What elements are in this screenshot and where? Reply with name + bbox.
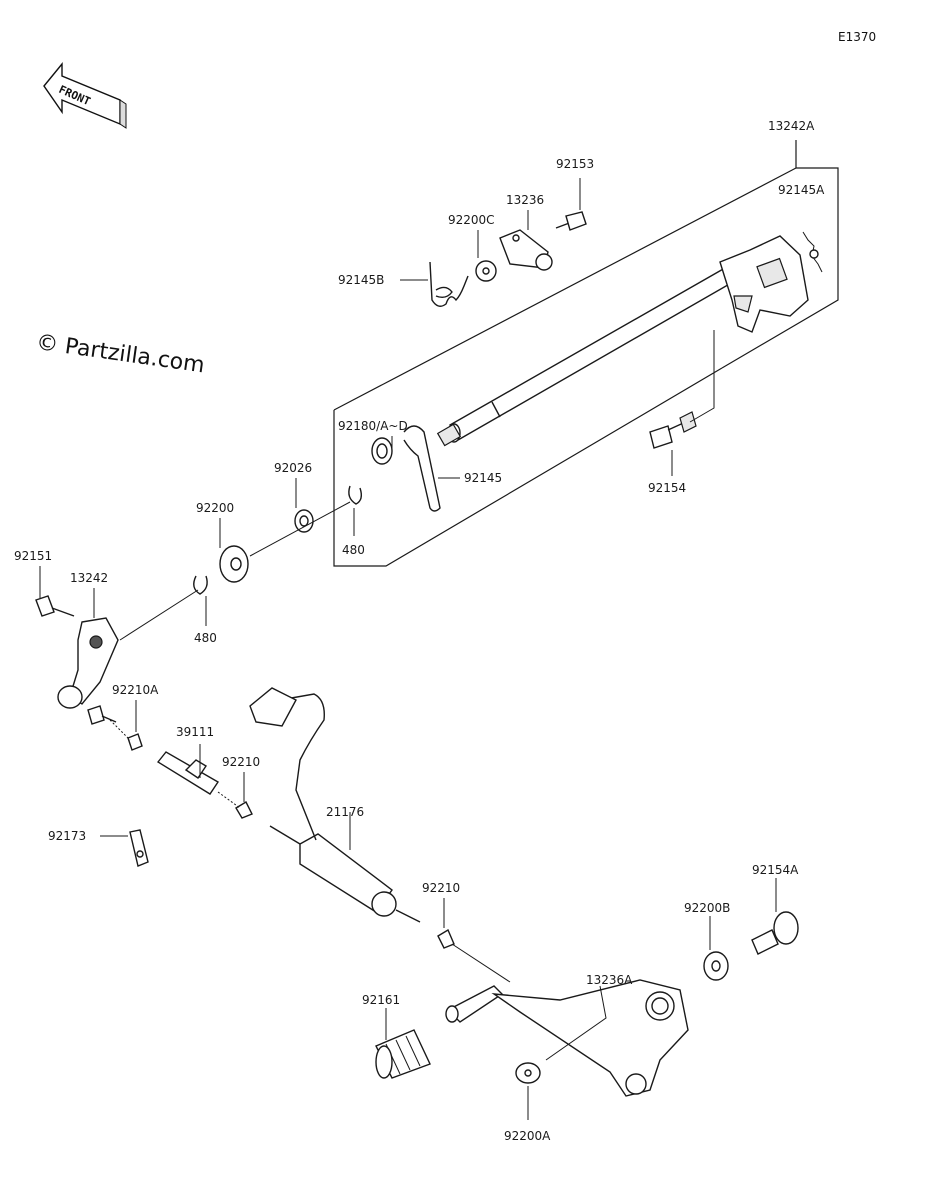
assembly-frame-lower (333, 367, 723, 567)
spring-92145 (403, 425, 460, 512)
plate-92173 (100, 829, 149, 867)
part-label: 13236 (506, 193, 544, 207)
spring-92145B (400, 261, 469, 307)
spring-92145A (802, 231, 823, 273)
part-label: 480 (194, 631, 217, 645)
lever-13242 (57, 588, 119, 709)
part-label: 92200B (684, 901, 730, 915)
part-label: 13242A (768, 119, 815, 133)
nut-92210-upper (235, 772, 253, 819)
sensor-21176 (249, 687, 421, 923)
part-label: 39111 (176, 725, 214, 739)
nut-92210-lower (437, 898, 455, 949)
part-label: 92153 (556, 157, 594, 171)
part-label: 92145B (338, 273, 384, 287)
bolt-92151 (35, 566, 75, 617)
washer-92200C (475, 230, 497, 282)
part-label: 92210 (422, 881, 460, 895)
washer-92200B (703, 916, 729, 981)
part-label: 92180/A~D (338, 419, 408, 433)
front-arrow-icon: FRONT (43, 62, 127, 129)
rubber-92161 (375, 1008, 431, 1079)
part-label: 92154A (752, 863, 799, 877)
part-label: 92145 (464, 471, 502, 485)
part-label: 13242 (70, 571, 108, 585)
circlip-480-lower (193, 575, 208, 626)
bolt-92154A (751, 878, 799, 955)
washer-92200 (219, 518, 249, 583)
washer-92200A (515, 1062, 541, 1120)
circlip-480-upper (348, 485, 363, 536)
plate-13236 (499, 210, 553, 271)
bolt-92210A (87, 700, 143, 751)
part-label: 92200C (448, 213, 495, 227)
part-label: 92161 (362, 993, 400, 1007)
part-label: 21176 (326, 805, 364, 819)
shift-arm-plate (719, 235, 809, 333)
washer-92026 (294, 478, 314, 533)
part-label: 92154 (648, 481, 686, 495)
part-label: 480 (342, 543, 365, 557)
part-label: 92151 (14, 549, 52, 563)
part-label: 92210 (222, 755, 260, 769)
diagram-code: E1370 (838, 30, 877, 44)
part-label: 92200 (196, 501, 234, 515)
part-label: 92026 (274, 461, 312, 475)
shim-92180 (371, 436, 393, 465)
part-label: 92200A (504, 1129, 551, 1143)
pedal-13236A (445, 979, 689, 1097)
part-label: 13236A (586, 973, 633, 987)
bolt-92154 (649, 330, 715, 476)
part-label: 92210A (112, 683, 159, 697)
part-label: 92145A (778, 183, 825, 197)
assembly-frame (721, 140, 839, 369)
rod-39111 (156, 744, 219, 795)
part-label: 92173 (48, 829, 86, 843)
bolt-92153 (555, 178, 587, 231)
